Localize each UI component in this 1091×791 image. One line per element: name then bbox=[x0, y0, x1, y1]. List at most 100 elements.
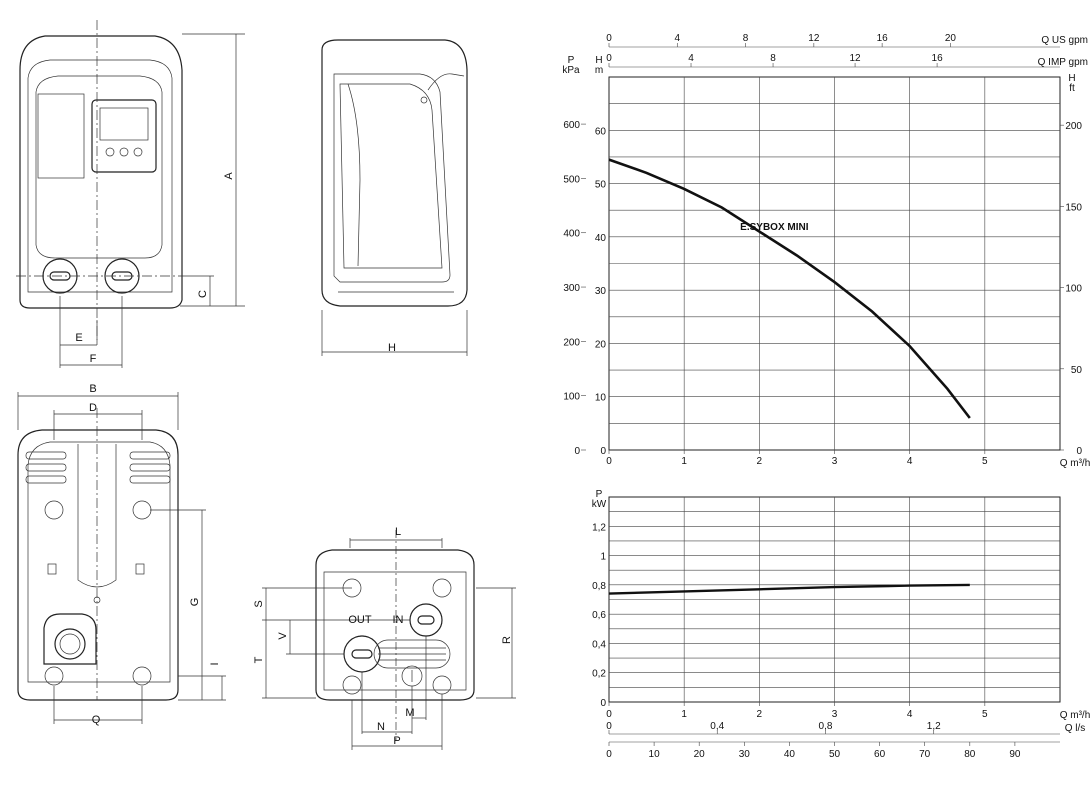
bottom-view-drawing bbox=[262, 530, 516, 750]
label-plate bbox=[37, 93, 85, 179]
imp-gpm-tick-label: 8 bbox=[770, 53, 776, 64]
lmin-tick-label: 70 bbox=[919, 749, 931, 760]
head-m-tick-label: 60 bbox=[595, 126, 607, 137]
dim-label-v: V bbox=[277, 632, 289, 640]
dim-label-f: F bbox=[90, 353, 97, 365]
dim-label-m: M bbox=[405, 707, 414, 719]
pressure-tick-label: 0 bbox=[574, 446, 580, 457]
x-tick-label: 5 bbox=[982, 709, 988, 720]
power-axis-label: kW bbox=[592, 499, 607, 510]
imp-gpm-tick-label: 16 bbox=[932, 53, 944, 64]
front-view-drawing bbox=[16, 20, 245, 368]
head-ft-tick-label: 50 bbox=[1071, 365, 1083, 376]
x-tick-label: 0 bbox=[606, 456, 612, 467]
head-ft-tick-label: 0 bbox=[1076, 446, 1082, 457]
display-screen bbox=[99, 107, 149, 141]
pressure-tick-label: 600 bbox=[563, 120, 580, 131]
ls-tick-label: 0,4 bbox=[710, 721, 724, 732]
x-axis-label: Q m³/h bbox=[1060, 710, 1091, 721]
head-ft-tick-label: 200 bbox=[1065, 121, 1082, 132]
dim-label-d: D bbox=[89, 402, 97, 414]
dim-label-t: T bbox=[253, 656, 265, 663]
head-ft-tick-label: 150 bbox=[1065, 202, 1082, 213]
symbol-in: IN bbox=[393, 614, 404, 626]
ls-tick-label: 0 bbox=[606, 721, 612, 732]
side-view-drawing bbox=[321, 39, 468, 356]
pressure-tick-label: 400 bbox=[563, 229, 580, 240]
lmin-tick-label: 10 bbox=[649, 749, 661, 760]
head-ft-axis-label: ft bbox=[1069, 83, 1075, 94]
ls-tick-label: 1,2 bbox=[927, 721, 941, 732]
dim-label-n: N bbox=[377, 721, 385, 733]
x-tick-label: 4 bbox=[907, 456, 913, 467]
pressure-axis-label: kPa bbox=[562, 65, 580, 76]
lmin-tick-label: 30 bbox=[739, 749, 751, 760]
head-m-axis-label: m bbox=[595, 65, 603, 76]
dim-label-i: I bbox=[209, 662, 221, 665]
head-m-tick-label: 30 bbox=[595, 286, 607, 297]
head-m-tick-label: 40 bbox=[595, 233, 607, 244]
panel-button-icon bbox=[133, 147, 143, 157]
suction-port bbox=[54, 628, 86, 660]
dim-label-p: P bbox=[393, 735, 400, 747]
head-curve-line bbox=[608, 158, 971, 419]
head-m-tick-label: 20 bbox=[595, 339, 607, 350]
x-tick-label: 3 bbox=[832, 456, 838, 467]
lmin-tick-label: 0 bbox=[606, 749, 612, 760]
power-tick-label: 0,2 bbox=[592, 669, 606, 680]
imp-gpm-tick-label: 4 bbox=[688, 53, 694, 64]
lmin-tick-label: 80 bbox=[964, 749, 976, 760]
head-m-axis-label: H bbox=[595, 55, 602, 66]
dim-label-g: G bbox=[189, 598, 201, 607]
head-ft-axis-label: H bbox=[1068, 73, 1075, 84]
control-panel bbox=[91, 99, 157, 173]
power-tick-label: 0,4 bbox=[592, 639, 606, 650]
dim-label-r: R bbox=[501, 636, 513, 644]
us-gpm-tick-label: 8 bbox=[743, 33, 749, 44]
pressure-axis-label: P bbox=[568, 55, 575, 66]
imp-gpm-axis-label: Q IMP gpm bbox=[1038, 57, 1088, 68]
lmin-tick-label: 50 bbox=[829, 749, 841, 760]
us-gpm-tick-label: 16 bbox=[877, 33, 889, 44]
dim-label-l: L bbox=[395, 526, 401, 538]
x-tick-label: 3 bbox=[832, 709, 838, 720]
x-tick-label: 0 bbox=[606, 709, 612, 720]
bottom-inlet-port bbox=[343, 635, 381, 673]
power-axis-label: P bbox=[596, 489, 603, 500]
power-curve-line bbox=[608, 583, 970, 595]
x-axis-label: Q m³/h bbox=[1060, 458, 1091, 469]
head-m-tick-label: 10 bbox=[595, 393, 607, 404]
dim-label-b: B bbox=[89, 383, 96, 395]
lmin-tick-label: 60 bbox=[874, 749, 886, 760]
series-label: E.SYBOX MINI bbox=[740, 222, 809, 233]
pressure-tick-label: 100 bbox=[563, 392, 580, 403]
lmin-tick-label: 40 bbox=[784, 749, 796, 760]
head-m-tick-label: 0 bbox=[600, 446, 606, 457]
x-tick-label: 2 bbox=[757, 456, 763, 467]
imp-gpm-tick-label: 12 bbox=[850, 53, 862, 64]
power-tick-label: 1 bbox=[600, 552, 606, 563]
power-tick-label: 1,2 bbox=[592, 522, 606, 533]
ls-axis-label: Q l/s bbox=[1065, 723, 1086, 734]
x-tick-label: 2 bbox=[757, 709, 763, 720]
dim-label-e: E bbox=[75, 332, 82, 344]
panel-button-icon bbox=[105, 147, 115, 157]
pressure-tick-label: 300 bbox=[563, 283, 580, 294]
pressure-tick-label: 500 bbox=[563, 174, 580, 185]
us-gpm-tick-label: 4 bbox=[675, 33, 681, 44]
us-gpm-tick-label: 12 bbox=[808, 33, 820, 44]
us-gpm-axis-label: Q US gpm bbox=[1041, 35, 1088, 46]
x-tick-label: 1 bbox=[681, 709, 687, 720]
imp-gpm-tick-label: 0 bbox=[606, 53, 612, 64]
power-tick-label: 0 bbox=[600, 698, 606, 709]
x-tick-label: 1 bbox=[681, 456, 687, 467]
dim-label-a: A bbox=[223, 172, 235, 180]
power-tick-label: 0,8 bbox=[592, 581, 606, 592]
x-tick-label: 4 bbox=[907, 709, 913, 720]
us-gpm-tick-label: 20 bbox=[945, 33, 957, 44]
pressure-tick-label: 200 bbox=[563, 337, 580, 348]
dim-label-s: S bbox=[253, 600, 265, 607]
